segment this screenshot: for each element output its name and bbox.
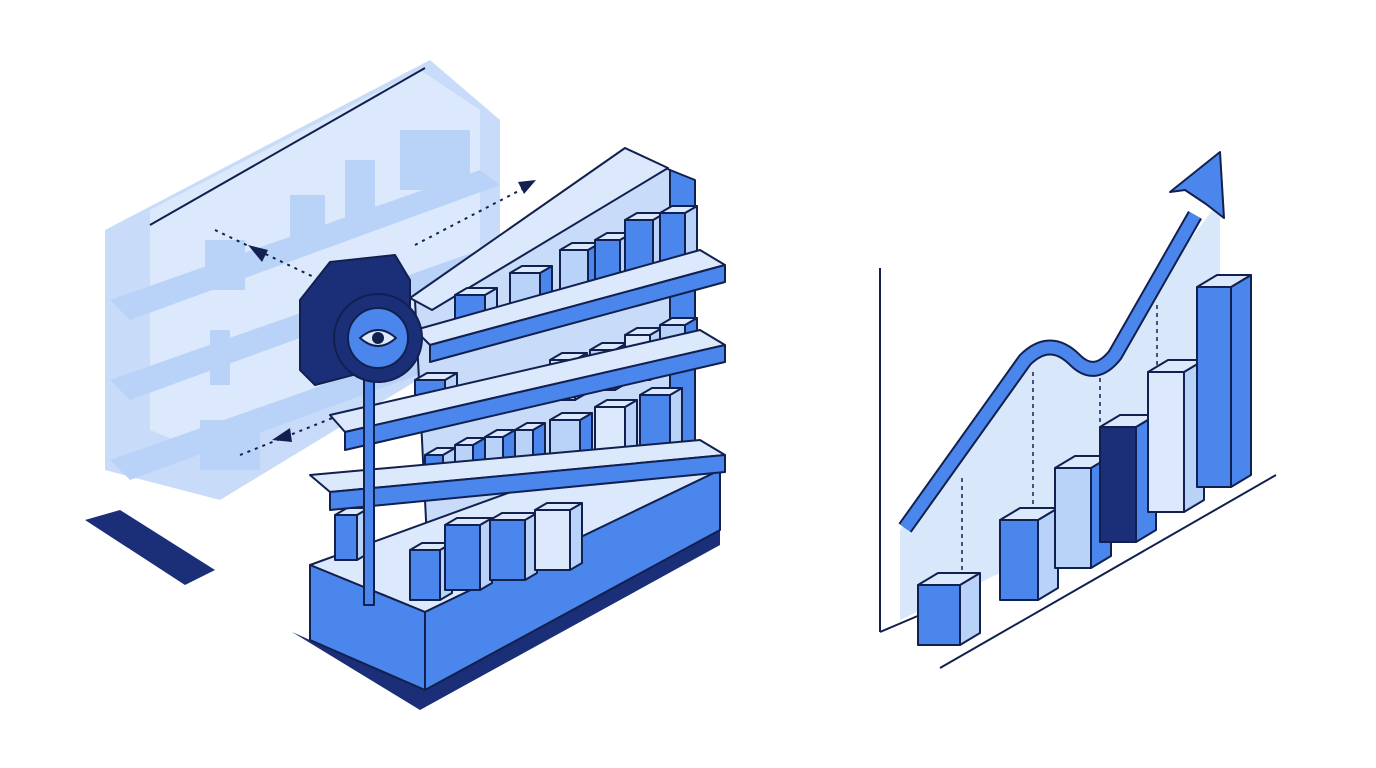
product-bag (534, 502, 583, 571)
chart-bar-front (1099, 426, 1137, 543)
product-bag (444, 517, 493, 591)
chart-bar (1196, 274, 1252, 488)
product-bag-top (549, 412, 593, 421)
chart-bar-top (1196, 274, 1252, 288)
chart-bar-front (1147, 371, 1185, 513)
chart-bars (917, 274, 1252, 646)
trend-line (900, 212, 1201, 532)
product-bag (639, 387, 683, 456)
eye-pupil (372, 332, 384, 344)
shelf-level-middle-front (344, 344, 726, 451)
growth-chart (879, 151, 1277, 669)
shelf-level-bottom-front (329, 454, 726, 511)
chart-bar-top (917, 572, 981, 586)
product-bag-side (569, 502, 583, 571)
ghost-product (205, 240, 245, 290)
shelf-base-side (309, 564, 426, 691)
chart-bar-side (1230, 274, 1252, 488)
chart-bar-front (917, 584, 961, 646)
product-box-top (659, 317, 698, 326)
scan-arrows (214, 184, 531, 456)
ghost-shelf-shadow (85, 510, 215, 585)
camera (299, 254, 423, 606)
chart-bar-front (999, 519, 1039, 601)
arrowhead-icon (248, 245, 268, 262)
product-bag-top (534, 502, 583, 511)
chart-baseline (939, 474, 1277, 669)
product-bag-front (489, 519, 526, 581)
chart-x-axis (879, 614, 921, 633)
trend-arrow-icon (1169, 151, 1225, 219)
product-bag-front (409, 549, 441, 601)
product-bag (489, 512, 538, 581)
arrowhead-icon (518, 180, 536, 194)
product-box-front (334, 514, 358, 561)
ghost-product (345, 160, 375, 220)
product-bag-top (639, 387, 683, 396)
product-can-top (514, 422, 546, 431)
scan-arrow-line (214, 229, 321, 281)
ghost-product (290, 195, 325, 245)
chart-bar (1147, 359, 1205, 513)
camera-pole (363, 369, 375, 606)
chart-bar (999, 507, 1059, 601)
product-bag-front (444, 524, 481, 591)
chart-bar-front (1196, 286, 1232, 488)
ghost-shelf-edge (149, 67, 426, 226)
shelf-top (409, 147, 669, 311)
arrowhead-icon (272, 428, 292, 442)
product-box-top (414, 372, 458, 381)
scan-arrow-line (239, 414, 341, 456)
shelves (309, 249, 726, 511)
product-can-top (509, 265, 553, 274)
ghost-product (210, 330, 230, 385)
product-bag-front (534, 509, 571, 571)
chart-area-fill (900, 200, 1220, 620)
ghost-product (400, 130, 470, 190)
chart-bar-front (1054, 467, 1092, 569)
ghost-product (200, 420, 260, 470)
scan-arrow-line (414, 184, 531, 246)
product-bag-top (594, 399, 638, 408)
product-box-top (454, 287, 498, 296)
shelf-level-top-front (429, 264, 726, 363)
product-bag-top (659, 205, 698, 214)
chart-bar (917, 572, 981, 646)
